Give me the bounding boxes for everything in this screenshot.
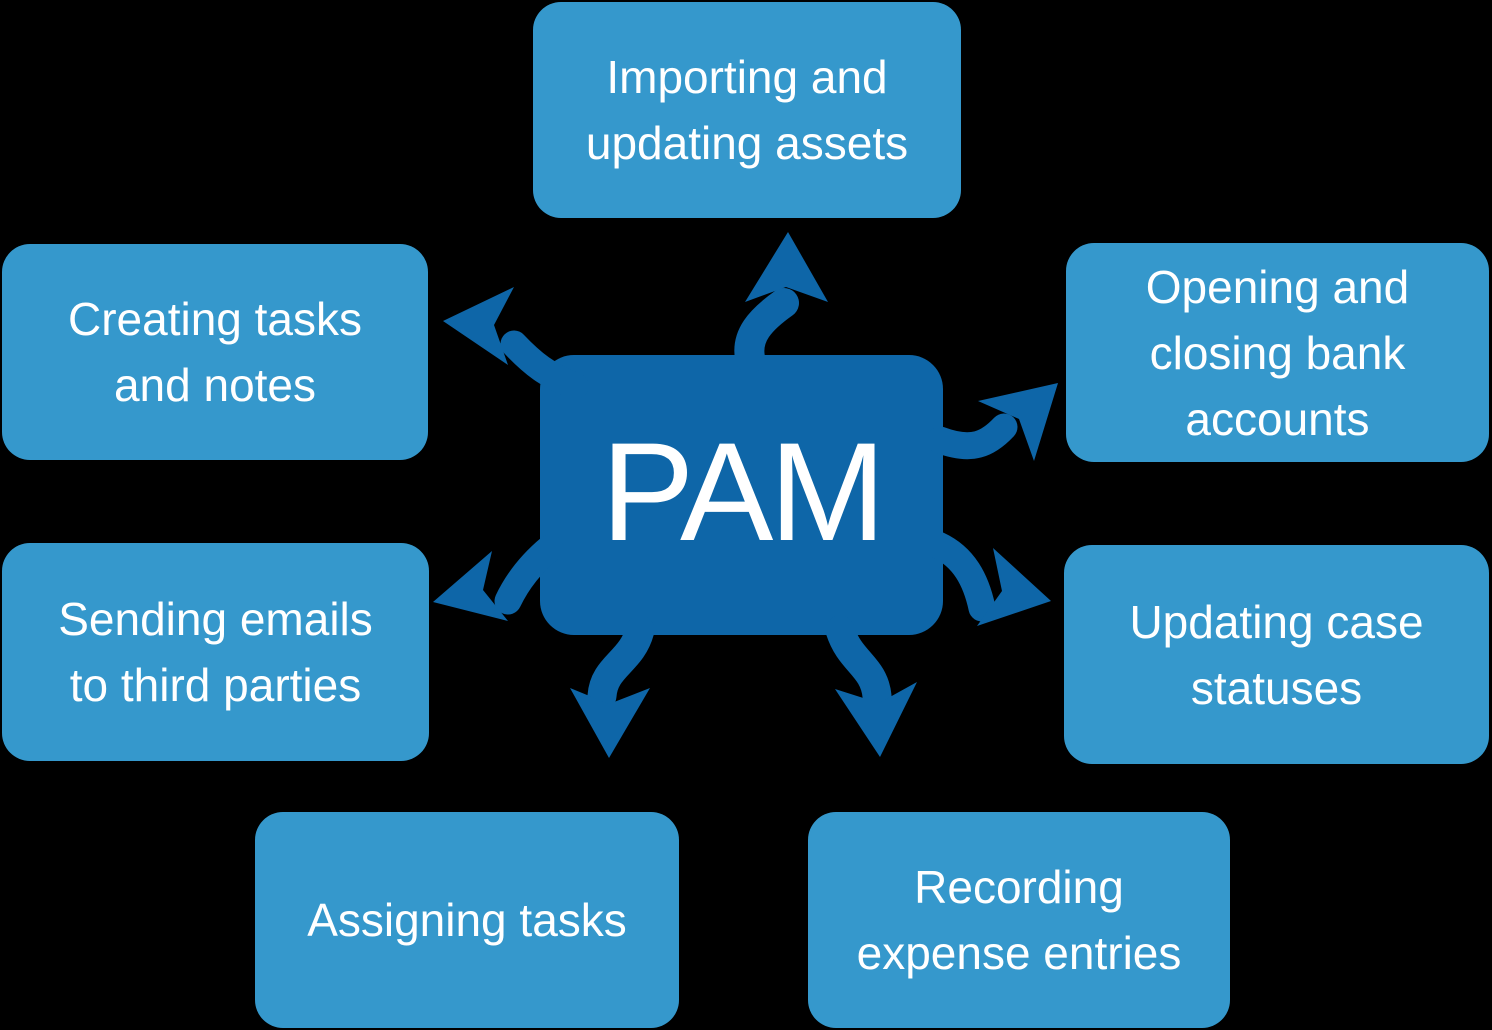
center-node-pam: PAM	[540, 355, 943, 635]
arrow-head	[433, 551, 508, 621]
arrow-head	[745, 232, 828, 302]
arrow-head	[835, 682, 917, 757]
arrow-to-bottom-right-icon	[924, 531, 1051, 626]
arrow-head	[978, 383, 1058, 461]
node-updating-case-statuses: Updating case statuses	[1064, 545, 1489, 764]
arrow-to-top-icon	[734, 232, 828, 373]
node-sending-emails-third-parties: Sending emails to third parties	[2, 543, 429, 761]
node-importing-updating-assets: Importing and updating assets	[533, 2, 961, 218]
arrow-to-right-icon	[926, 383, 1058, 461]
arrow-head	[570, 688, 650, 758]
arrow-head	[443, 287, 514, 365]
arrow-head	[977, 548, 1051, 626]
center-node-label: PAM	[601, 413, 886, 570]
arrow-body	[924, 531, 996, 622]
node-label: Assigning tasks	[307, 894, 627, 946]
node-opening-closing-bank-accounts: Opening and closing bank accounts	[1066, 243, 1489, 462]
node-recording-expense-entries: Recording expense entries	[808, 812, 1230, 1028]
node-label: Importing and updating assets	[585, 51, 909, 169]
arrow-body	[825, 615, 892, 711]
node-label: Sending emails to third parties	[58, 593, 373, 711]
arrow-to-bottom-left-down-icon	[570, 615, 655, 758]
arrow-to-bottom-left-icon	[433, 534, 564, 621]
node-label: Creating tasks and notes	[67, 293, 362, 411]
arrow-to-bottom-right-down-icon	[825, 615, 917, 757]
node-label: Updating case statuses	[1129, 595, 1424, 714]
node-creating-tasks-notes: Creating tasks and notes	[2, 244, 428, 460]
node-assigning-tasks: Assigning tasks	[255, 812, 679, 1028]
arrow-body	[587, 615, 655, 711]
arrow-body	[734, 288, 799, 373]
node-label: Opening and closing bank accounts	[1145, 260, 1410, 445]
arrow-body	[926, 413, 1018, 460]
node-label: Recording expense entries	[856, 861, 1182, 979]
